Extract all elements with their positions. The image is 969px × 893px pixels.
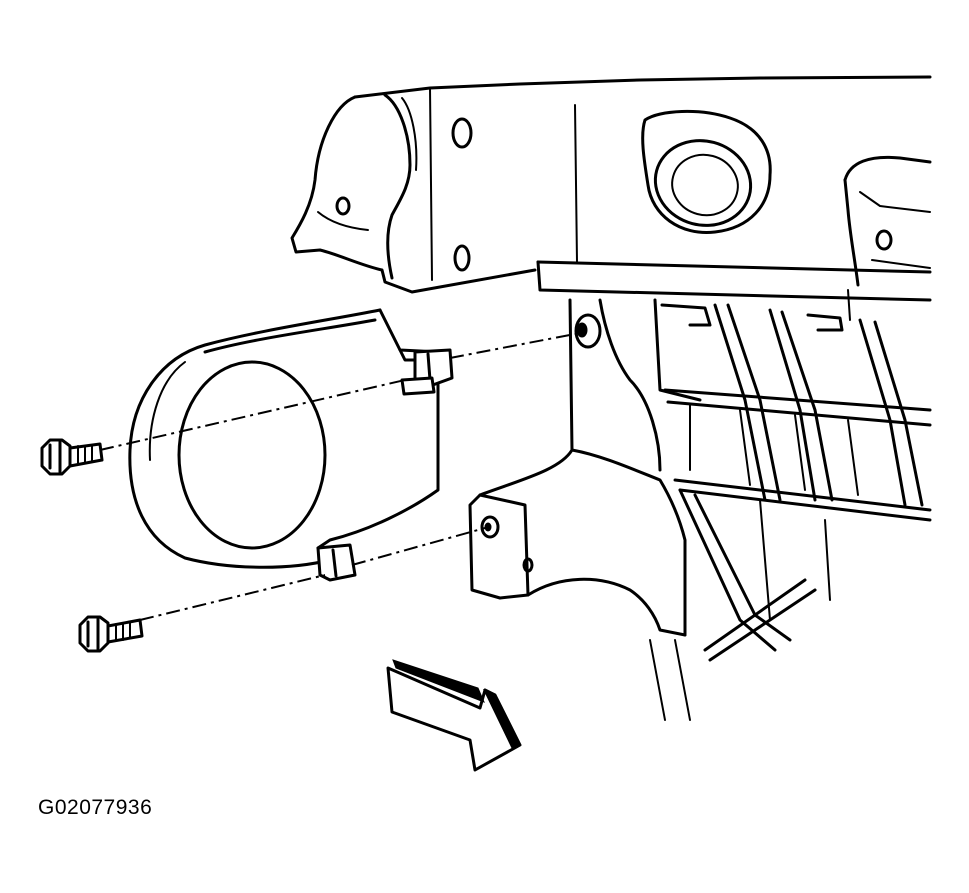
engine-block	[290, 75, 932, 294]
figure-code: G02077936	[38, 796, 153, 819]
upper-bolt	[40, 438, 104, 476]
lower-bolt	[78, 615, 144, 653]
splash-shield-cover	[128, 308, 454, 582]
front-arrow-icon	[386, 659, 522, 772]
alignment-lines	[99, 332, 581, 621]
engine-mount-bracket	[468, 298, 687, 637]
oil-pan	[536, 260, 932, 721]
